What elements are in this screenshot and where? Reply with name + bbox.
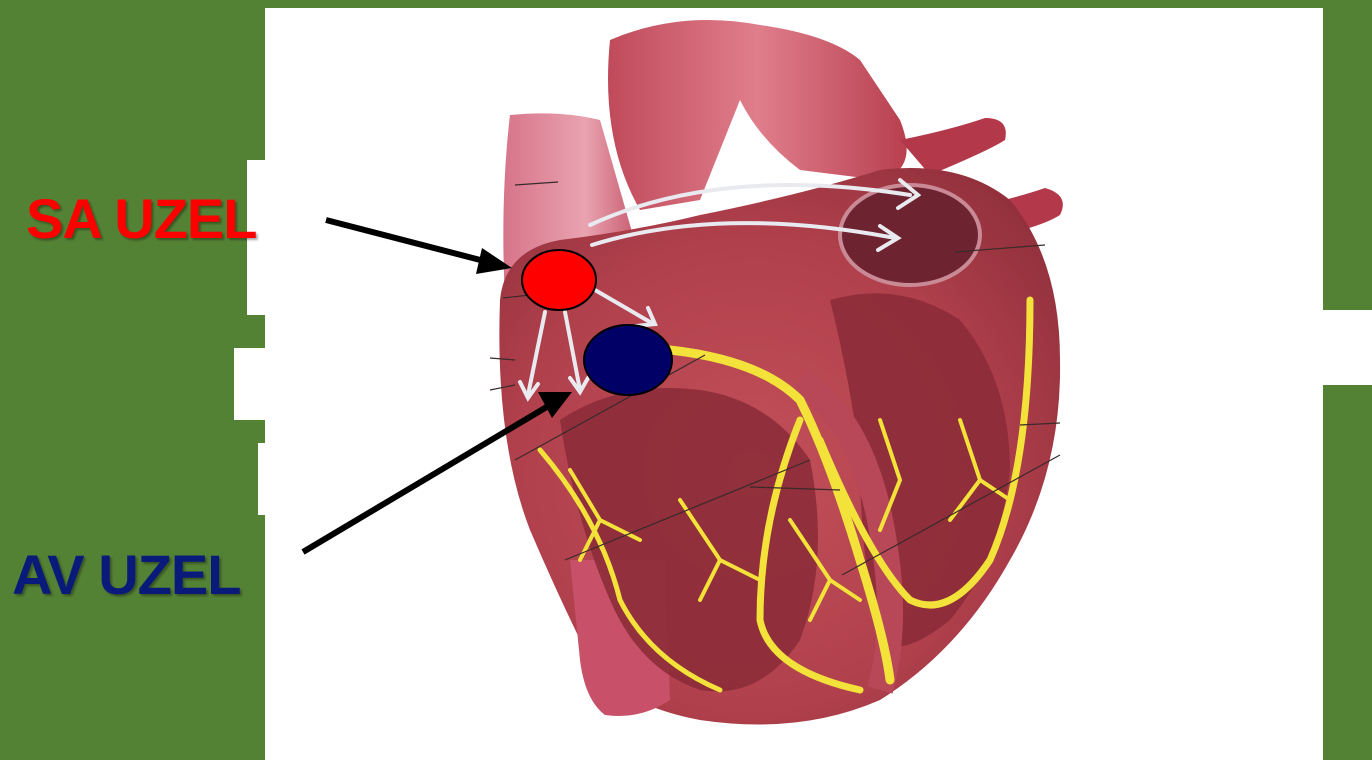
sa-node-marker bbox=[522, 250, 596, 310]
sa-node-label: SA UZEL bbox=[26, 186, 256, 251]
pulmonary-artery-upper bbox=[900, 118, 1006, 175]
av-node-marker bbox=[584, 325, 672, 395]
heart-icon bbox=[499, 20, 1062, 725]
av-node-label: AV UZEL bbox=[12, 542, 240, 607]
sa-pointer-arrow bbox=[326, 220, 512, 274]
